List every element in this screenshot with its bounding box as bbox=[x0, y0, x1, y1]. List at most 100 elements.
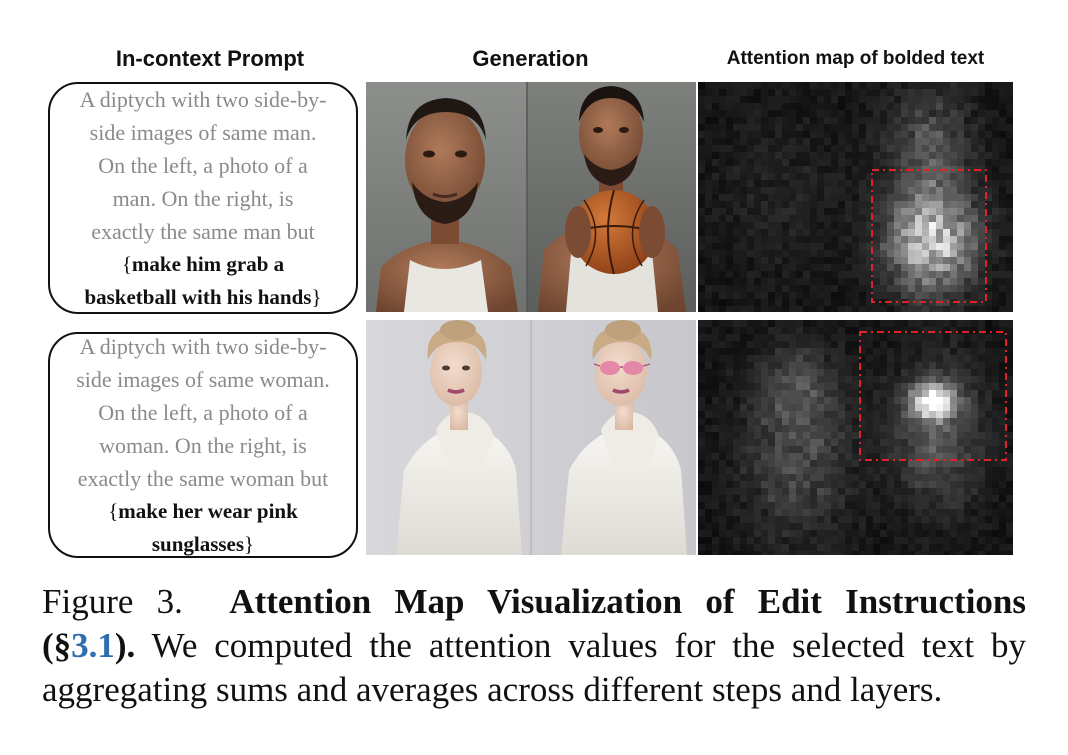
attention-cell bbox=[908, 376, 915, 383]
attention-cell bbox=[719, 243, 726, 250]
attention-cell bbox=[698, 208, 705, 215]
attention-cell bbox=[782, 369, 789, 376]
prompt-bold-line: {make him grab a bbox=[122, 248, 284, 281]
attention-cell bbox=[789, 376, 796, 383]
attention-cell bbox=[922, 390, 929, 397]
section-link[interactable]: 3.1 bbox=[71, 626, 115, 665]
attention-cell bbox=[950, 439, 957, 446]
attention-cell bbox=[964, 327, 971, 334]
attention-cell bbox=[733, 362, 740, 369]
attention-cell bbox=[1006, 96, 1013, 103]
attention-cell bbox=[880, 194, 887, 201]
attention-cell bbox=[887, 502, 894, 509]
attention-cell bbox=[971, 355, 978, 362]
attention-cell bbox=[740, 537, 747, 544]
attention-cell bbox=[950, 397, 957, 404]
attention-cell bbox=[796, 138, 803, 145]
attention-cell bbox=[852, 215, 859, 222]
attention-cell bbox=[796, 474, 803, 481]
attention-cell bbox=[985, 124, 992, 131]
attention-cell bbox=[1006, 481, 1013, 488]
attention-cell bbox=[943, 152, 950, 159]
attention-cell bbox=[908, 509, 915, 516]
attention-cell bbox=[810, 495, 817, 502]
attention-cell bbox=[789, 306, 796, 312]
attention-cell bbox=[698, 327, 705, 334]
attention-cell bbox=[838, 159, 845, 166]
attention-cell bbox=[915, 250, 922, 257]
attention-cell bbox=[768, 481, 775, 488]
attention-cell bbox=[838, 404, 845, 411]
attention-cell bbox=[761, 502, 768, 509]
attention-cell bbox=[782, 306, 789, 312]
attention-cell bbox=[971, 173, 978, 180]
attention-cell bbox=[880, 537, 887, 544]
attention-cell bbox=[971, 159, 978, 166]
attention-cell bbox=[880, 341, 887, 348]
attention-cell bbox=[733, 138, 740, 145]
attention-cell bbox=[845, 187, 852, 194]
attention-cell bbox=[698, 159, 705, 166]
attention-cell bbox=[908, 488, 915, 495]
attention-cell bbox=[761, 488, 768, 495]
attention-cell bbox=[845, 404, 852, 411]
attention-cell bbox=[957, 446, 964, 453]
attention-cell bbox=[845, 544, 852, 551]
attention-cell bbox=[838, 327, 845, 334]
attention-cell bbox=[740, 299, 747, 306]
attention-cell bbox=[873, 145, 880, 152]
attention-cell bbox=[943, 103, 950, 110]
attention-cell bbox=[831, 334, 838, 341]
attention-cell bbox=[824, 320, 831, 327]
attention-cell bbox=[957, 208, 964, 215]
attention-cell bbox=[754, 418, 761, 425]
attention-cell bbox=[957, 460, 964, 467]
attention-cell bbox=[957, 432, 964, 439]
attention-cell bbox=[936, 453, 943, 460]
attention-cell bbox=[985, 327, 992, 334]
attention-cell bbox=[1006, 229, 1013, 236]
attention-cell bbox=[782, 516, 789, 523]
attention-cell bbox=[831, 222, 838, 229]
attention-cell bbox=[971, 369, 978, 376]
attention-cell bbox=[782, 152, 789, 159]
attention-cell bbox=[803, 131, 810, 138]
attention-cell bbox=[719, 439, 726, 446]
attention-cell bbox=[985, 201, 992, 208]
attention-cell bbox=[901, 467, 908, 474]
attention-cell bbox=[992, 222, 999, 229]
attention-cell bbox=[943, 159, 950, 166]
attention-cell bbox=[915, 299, 922, 306]
attention-cell bbox=[747, 488, 754, 495]
attention-cell bbox=[810, 481, 817, 488]
attention-cell bbox=[929, 124, 936, 131]
attention-cell bbox=[908, 145, 915, 152]
attention-cell bbox=[866, 397, 873, 404]
attention-cell bbox=[698, 103, 705, 110]
attention-cell bbox=[1006, 348, 1013, 355]
attention-cell bbox=[803, 320, 810, 327]
prompt-line: A diptych with two side-by- bbox=[79, 333, 327, 359]
attention-cell bbox=[978, 89, 985, 96]
attention-cell bbox=[929, 376, 936, 383]
attention-cell bbox=[698, 551, 705, 555]
attention-cell bbox=[768, 138, 775, 145]
attention-cell bbox=[950, 103, 957, 110]
attention-cell bbox=[831, 544, 838, 551]
attention-cell bbox=[852, 530, 859, 537]
attention-cell bbox=[782, 467, 789, 474]
attention-cell bbox=[999, 495, 1006, 502]
attention-cell bbox=[901, 474, 908, 481]
attention-cell bbox=[733, 516, 740, 523]
attention-cell bbox=[929, 523, 936, 530]
attention-cell bbox=[852, 173, 859, 180]
attention-cell bbox=[915, 495, 922, 502]
attention-cell bbox=[803, 488, 810, 495]
attention-cell bbox=[929, 432, 936, 439]
attention-cell bbox=[719, 278, 726, 285]
attention-cell bbox=[768, 250, 775, 257]
attention-cell bbox=[754, 439, 761, 446]
attention-cell bbox=[964, 271, 971, 278]
attention-cell bbox=[761, 334, 768, 341]
attention-cell bbox=[943, 383, 950, 390]
